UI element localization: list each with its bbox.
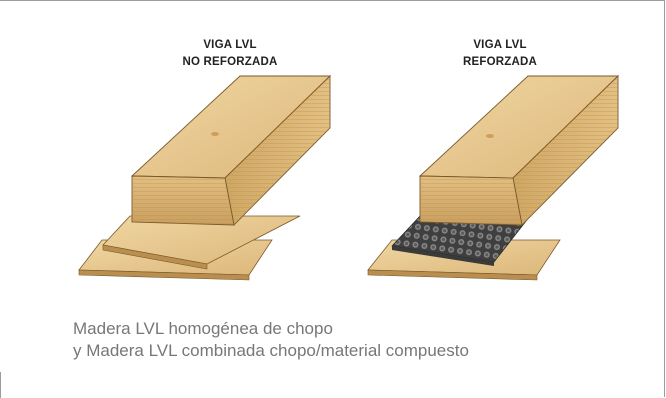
beam-title-reinforced: VIGA LVL REFORZADA xyxy=(430,37,570,71)
beam-side-layers xyxy=(225,76,330,225)
lower-board-front xyxy=(367,269,538,281)
beam-title-line: VIGA LVL xyxy=(203,39,257,51)
beam-title-line: VIGA LVL xyxy=(473,39,527,51)
beam-reinforced xyxy=(367,74,620,281)
step-board-front xyxy=(102,244,208,270)
beam-title-unreinforced: VIGA LVL NO REFORZADA xyxy=(145,37,315,71)
beam-unreinforced xyxy=(78,74,332,281)
caption-line: Madera LVL homogénea de chopo xyxy=(73,319,333,338)
frame-edge xyxy=(0,372,1,398)
beam-title-line: REFORZADA xyxy=(463,56,537,68)
wood-knot xyxy=(211,132,219,136)
lower-board-front xyxy=(78,269,250,281)
caption-line: y Madera LVL combinada chopo/material co… xyxy=(73,341,469,360)
figure-caption: Madera LVL homogénea de chopo y Madera L… xyxy=(73,318,469,362)
reinforcement-edge xyxy=(392,246,494,266)
beam-side-layers xyxy=(513,76,618,225)
beam-front-layers xyxy=(420,176,522,225)
beam-title-line: NO REFORZADA xyxy=(182,56,278,68)
wood-knot xyxy=(486,134,494,138)
beam-front-layers xyxy=(132,176,234,225)
